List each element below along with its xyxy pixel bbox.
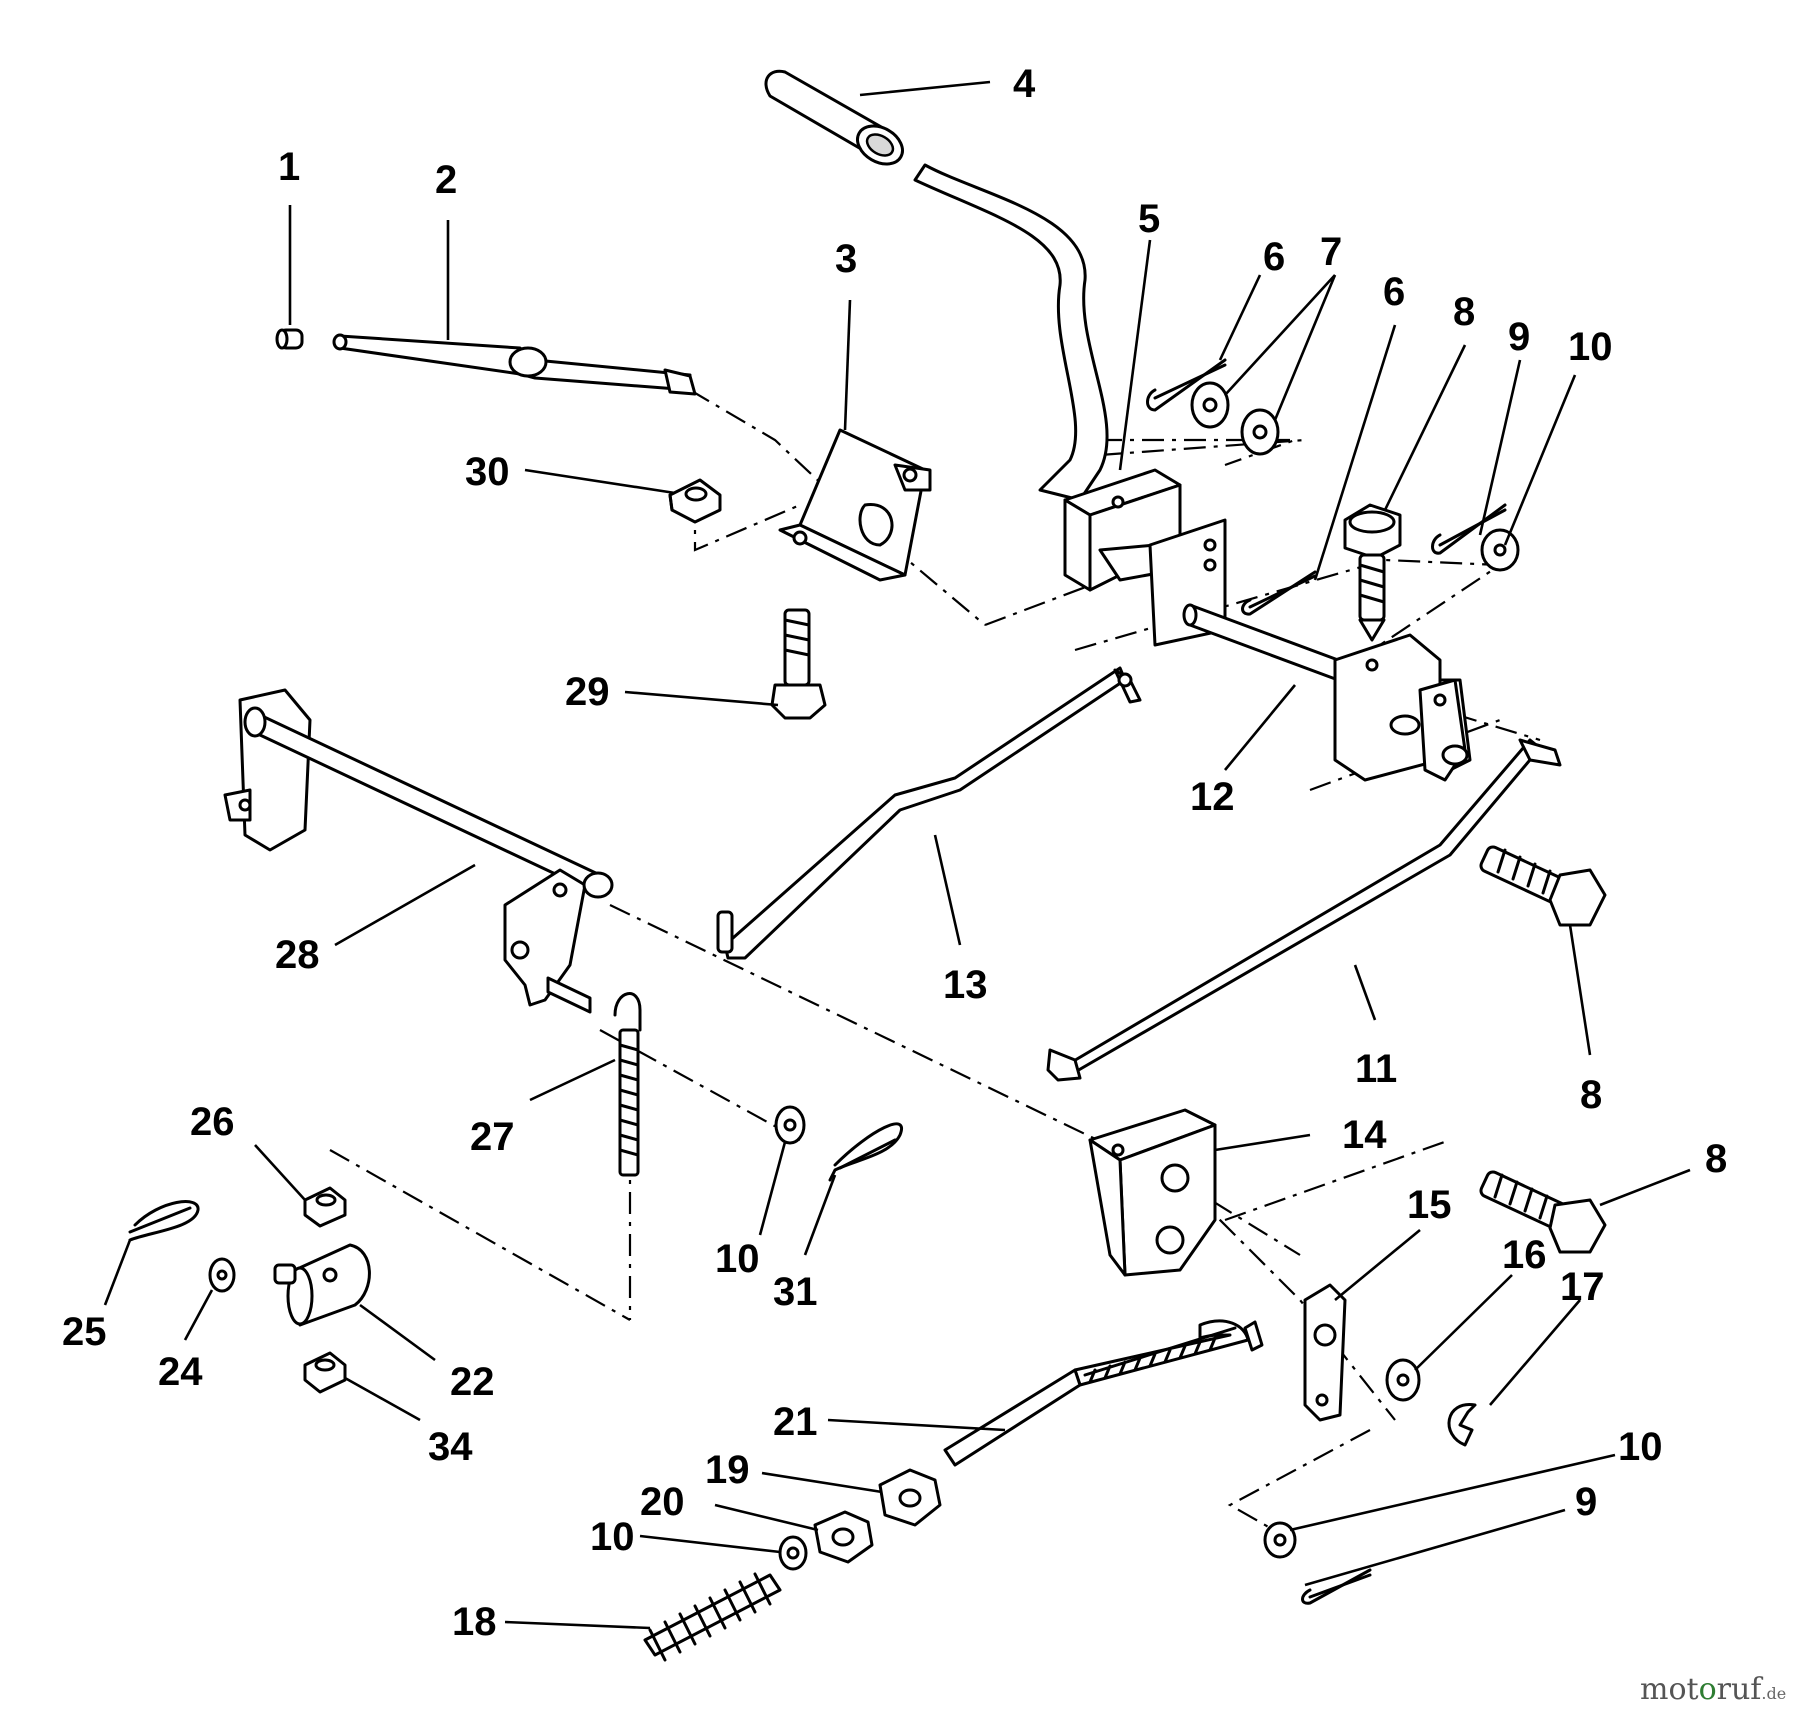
callout-9-lower: 9: [1575, 1480, 1597, 1524]
callout-24: 24: [158, 1350, 203, 1394]
callout-3: 3: [835, 237, 857, 281]
callout-12: 12: [1190, 775, 1235, 819]
callout-6-lower: 6: [1383, 270, 1405, 314]
callout-34: 34: [428, 1425, 473, 1469]
callout-8-right: 8: [1580, 1073, 1602, 1117]
part-6-7-cotter-washers-top: [1146, 358, 1317, 616]
callout-20: 20: [640, 1480, 685, 1524]
part-12-cross-shaft: [1182, 603, 1472, 782]
callout-14: 14: [1342, 1113, 1387, 1157]
callout-22: 22: [450, 1360, 495, 1404]
part-1-bushing: [275, 328, 304, 350]
part-14-bracket: [1088, 1108, 1217, 1277]
callout-21: 21: [773, 1400, 818, 1444]
part-8-bolt-top: [1343, 503, 1402, 642]
part-8-bolt-lower: [1479, 1170, 1607, 1254]
callout-10-top: 10: [1568, 325, 1613, 369]
callout-16: 16: [1502, 1233, 1547, 1277]
part-3-bracket: [778, 428, 932, 582]
callout-10-lower-right: 10: [1618, 1425, 1663, 1469]
watermark-tld: .de: [1761, 1684, 1787, 1703]
callout-7: 7: [1320, 230, 1342, 274]
callout-10-mid: 10: [715, 1237, 760, 1281]
callout-1: 1: [278, 145, 300, 189]
callout-31: 31: [773, 1270, 818, 1314]
part-5-lift-handle: [913, 163, 1227, 647]
part-16-17-washer-eclip: [1385, 1358, 1477, 1447]
watermark-brand-o: o: [1698, 1672, 1717, 1707]
callout-19: 19: [705, 1448, 750, 1492]
callout-8-lower: 8: [1705, 1137, 1727, 1181]
part-9-10-pin-washer-top: [1431, 503, 1520, 572]
part-13-link-rod: [716, 666, 1142, 960]
part-4-grip: [764, 69, 904, 166]
part-30-lock-nut: [668, 478, 722, 524]
callout-4: 4: [1013, 62, 1036, 106]
part-8-bolt-right: [1479, 845, 1607, 927]
callout-26: 26: [190, 1100, 235, 1144]
parts-18-20-nuts-spring: [643, 1468, 942, 1662]
watermark-brand-suffix: ruf: [1716, 1672, 1762, 1707]
callout-15: 15: [1407, 1183, 1452, 1227]
brand-watermark: motoruf.de: [1640, 1672, 1786, 1707]
part-15-link-plate: [1303, 1283, 1347, 1422]
callout-13: 13: [943, 963, 988, 1007]
callout-29: 29: [565, 670, 610, 714]
part-21-adjust-rod: [943, 1319, 1264, 1467]
callout-9-top: 9: [1508, 315, 1530, 359]
callout-10-lower-left: 10: [590, 1515, 635, 1559]
part-28-lift-shaft: [223, 688, 614, 1014]
parts-22-26-swivel: [128, 1186, 371, 1394]
callout-6-upper: 6: [1263, 235, 1285, 279]
parts-9-10-lower: [1263, 1521, 1372, 1605]
callout-27: 27: [470, 1115, 515, 1159]
part-2-lift-rod: [332, 333, 697, 396]
part-29-bolt: [770, 608, 827, 720]
callout-labels: 1 2 3 4 5 6 7 6 8 9 10 30 29 12 28 13 8 …: [62, 62, 1727, 1644]
callout-28: 28: [275, 933, 320, 977]
part-11-long-rod: [1046, 738, 1562, 1082]
callout-8-top: 8: [1453, 290, 1475, 334]
callout-5: 5: [1138, 197, 1160, 241]
part-10-31-washer-clip: [774, 1105, 903, 1182]
watermark-brand-prefix: mot: [1640, 1672, 1699, 1707]
callout-30: 30: [465, 450, 510, 494]
part-27-hook-bolt: [613, 992, 642, 1177]
callout-18: 18: [452, 1600, 497, 1644]
callout-2: 2: [435, 158, 457, 202]
leader-lines: [103, 80, 1691, 1630]
callout-11: 11: [1355, 1047, 1397, 1091]
callout-17: 17: [1560, 1265, 1605, 1309]
callout-25: 25: [62, 1310, 107, 1354]
